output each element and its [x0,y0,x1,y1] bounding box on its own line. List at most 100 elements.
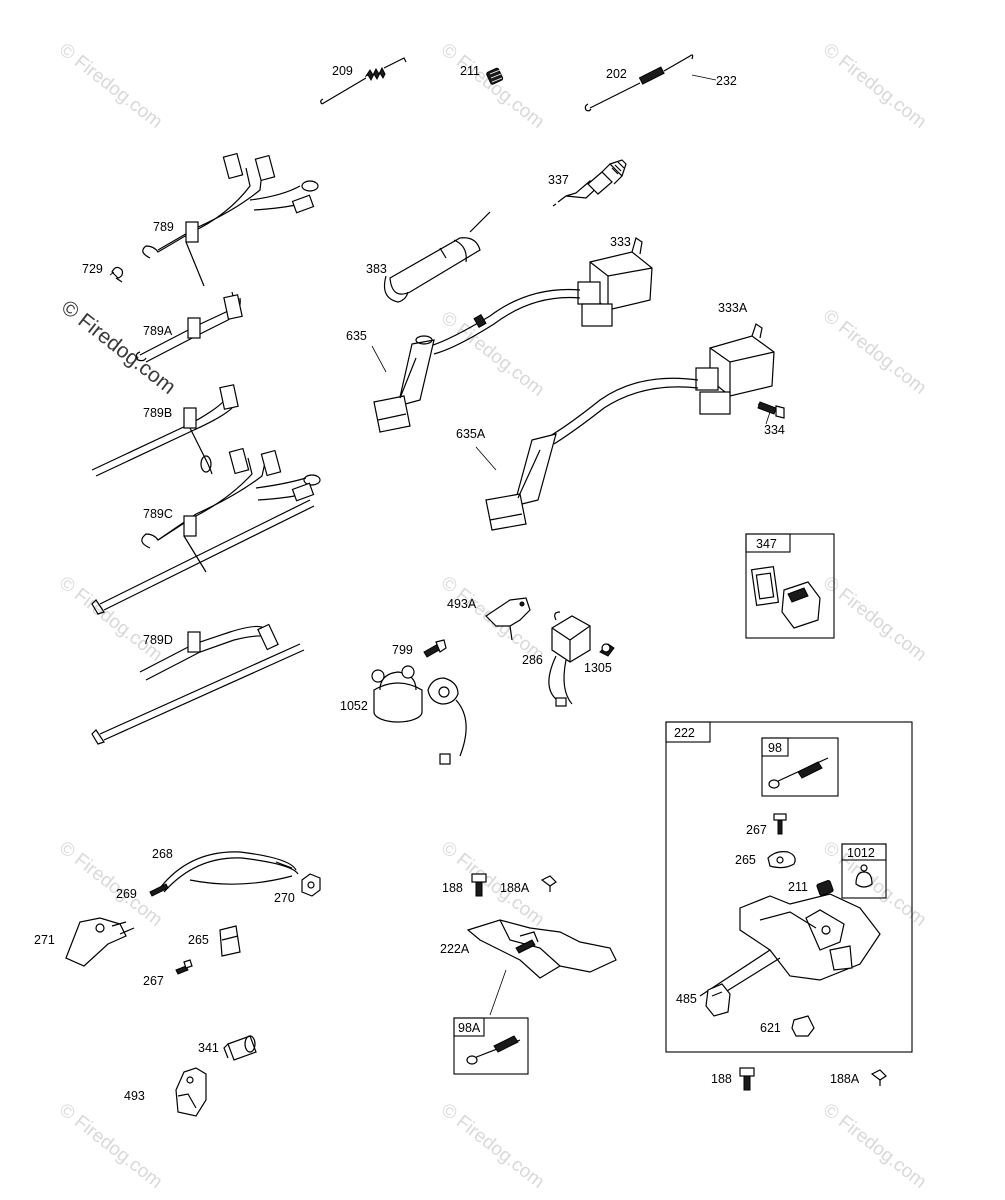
part-188-bolt-b [739,1067,755,1091]
part-267-screw-b [175,959,193,975]
part-265-clip [767,851,796,869]
label-211-kit: 211 [788,880,808,894]
label-789: 789 [153,220,174,234]
label-347: 347 [756,537,777,551]
label-334: 334 [764,423,785,437]
part-222-kit [665,721,913,1053]
label-485: 485 [676,992,697,1006]
part-labels: 209 211 202 232 337 789 729 383 333 789A… [34,64,875,1103]
label-789A: 789A [143,324,173,338]
label-789C: 789C [143,507,173,521]
label-232: 232 [716,74,737,88]
watermark: © Firedog.com [819,305,930,398]
part-485-clip [705,983,731,1017]
label-621: 621 [760,1021,781,1035]
part-211-spring-kit [816,880,834,896]
label-265-b: 265 [188,933,209,947]
label-1305: 1305 [584,661,612,675]
watermark: © Firedog.com [437,1099,548,1192]
label-789D: 789D [143,633,173,647]
watermark: © Firedog.com [819,572,930,665]
label-265: 265 [735,853,756,867]
part-188A-bolt-b [870,1069,887,1086]
label-209: 209 [332,64,353,78]
part-202-link [584,54,694,112]
label-267: 267 [746,823,767,837]
part-334-screw [757,401,785,419]
label-271: 271 [34,933,55,947]
label-635: 635 [346,329,367,343]
part-333-ignition-coil [429,237,653,355]
label-635A: 635A [456,427,486,441]
label-202: 202 [606,67,627,81]
label-222A: 222A [440,942,470,956]
part-789B-harness [91,384,239,477]
part-347-kit [745,533,835,639]
label-188A-b: 188A [830,1072,860,1086]
label-188A: 188A [500,881,530,895]
part-337-spark-plug [552,159,627,207]
part-789D-harness [91,623,305,745]
part-control-bracket [699,893,881,1005]
part-635A-plug-boot [485,433,557,531]
label-188: 188 [442,881,463,895]
label-1052: 1052 [340,699,368,713]
part-789C-harness [91,447,321,615]
watermark-dark: © Firedog.com [57,296,180,399]
watermark: © Firedog.com [55,39,166,132]
label-493: 493 [124,1089,145,1103]
watermark: © Firedog.com [437,307,548,400]
label-188-b: 188 [711,1072,732,1086]
part-789-harness [142,152,319,287]
label-333: 333 [610,235,631,249]
part-271-lever [65,917,135,967]
label-383: 383 [366,262,387,276]
part-1305-screw [599,643,615,657]
label-493A: 493A [447,597,477,611]
label-341: 341 [198,1041,219,1055]
part-211-spring [486,67,504,85]
part-493A-bracket [485,597,531,641]
part-383-cover [383,211,491,303]
part-98A-kit [453,1017,529,1075]
part-188A-bolt-a [540,875,557,892]
label-1012: 1012 [847,846,875,860]
part-729-clip [111,266,124,283]
label-269: 269 [116,887,137,901]
part-621-clip [791,1015,815,1037]
part-222A-bracket [466,919,617,979]
watermark: © Firedog.com [55,837,166,930]
watermark: © Firedog.com [55,572,166,665]
label-98A: 98A [458,1021,481,1035]
watermark: © Firedog.com [437,39,548,132]
part-268-cable [149,851,299,897]
watermark: © Firedog.com [819,39,930,132]
label-799: 799 [392,643,413,657]
label-270: 270 [274,891,295,905]
label-98: 98 [768,741,782,755]
label-333A: 333A [718,301,748,315]
part-493-bracket [175,1067,207,1117]
part-1052-solenoid [371,665,467,765]
label-286: 286 [522,653,543,667]
label-222: 222 [674,726,695,740]
watermark: © Firedog.com [55,1099,166,1192]
part-635-plug-boot [373,335,435,433]
leader-lines [109,74,771,1016]
label-337: 337 [548,173,569,187]
part-267-screw [773,813,787,835]
label-729: 729 [82,262,103,276]
part-286-module [548,611,591,707]
label-789B: 789B [143,406,172,420]
part-209-spring [320,57,407,105]
part-341-sensor [223,1035,257,1061]
part-789A-harness [135,291,243,363]
part-270-nut [301,873,321,897]
part-333A-ignition-coil [549,323,775,445]
part-188-bolt-a [471,873,487,897]
part-799-screw [423,639,447,658]
watermark: © Firedog.com [819,1099,930,1192]
label-268: 268 [152,847,173,861]
label-211: 211 [460,64,480,78]
